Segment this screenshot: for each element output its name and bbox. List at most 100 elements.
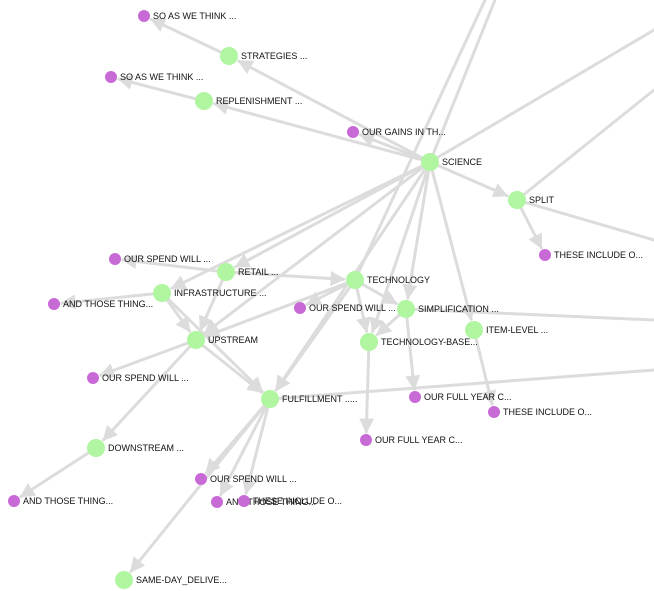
phrase-node-these-include-1[interactable]: THESE INCLUDE O... <box>539 249 643 261</box>
phrase-node-so-as-we-think-2[interactable]: SO AS WE THINK ... <box>105 71 203 83</box>
node-circle[interactable] <box>488 406 500 418</box>
node-circle[interactable] <box>465 321 483 339</box>
node-label: THESE INCLUDE O... <box>253 496 342 506</box>
node-circle[interactable] <box>87 372 99 384</box>
node-circle[interactable] <box>105 71 117 83</box>
node-label: FULFILLMENT ..... <box>282 394 357 404</box>
phrase-node-our-spend-1[interactable]: OUR SPEND WILL ... <box>109 253 211 265</box>
node-circle[interactable] <box>409 391 421 403</box>
phrase-node-and-those-3[interactable]: AND THOSE THING... <box>211 496 316 508</box>
edge-technology-to-top-edge <box>357 0 487 274</box>
node-circle[interactable] <box>48 298 60 310</box>
node-label: SPLIT <box>529 195 555 205</box>
edge-upstream-to-downstream <box>101 345 192 442</box>
node-label: OUR SPEND WILL ... <box>309 303 396 313</box>
concept-node-retail[interactable]: RETAIL ... <box>217 263 279 281</box>
node-circle[interactable] <box>195 473 207 485</box>
node-circle[interactable] <box>360 333 378 351</box>
edge-infrastructure-to-fulfillment <box>166 297 264 393</box>
node-label: OUR SPEND WILL ... <box>124 254 211 264</box>
node-label: THESE INCLUDE O... <box>554 250 643 260</box>
concept-node-item-level[interactable]: ITEM-LEVEL ... <box>465 321 548 339</box>
edge-science-to-upstream <box>203 165 425 335</box>
edge-technology-to-our-spend-2 <box>305 282 349 306</box>
node-label: REPLENISHMENT ... <box>216 96 302 106</box>
phrase-node-our-gains[interactable]: OUR GAINS IN TH... <box>347 126 446 138</box>
node-label: THESE INCLUDE O... <box>503 407 592 417</box>
concept-node-science[interactable]: SCIENCE <box>421 153 482 171</box>
node-circle[interactable] <box>360 434 372 446</box>
node-circle[interactable] <box>346 271 364 289</box>
node-circle[interactable] <box>187 331 205 349</box>
node-label: SAME-DAY_DELIVE... <box>136 575 227 585</box>
node-circle[interactable] <box>238 495 250 507</box>
edge-technology-to-technology-base <box>355 287 371 333</box>
node-circle[interactable] <box>115 571 133 589</box>
node-layer: SO AS WE THINK ... STRATEGIES ... SO AS WE… <box>8 10 643 589</box>
concept-node-infrastructure[interactable]: INFRASTRUCTURE ... <box>153 284 267 302</box>
node-circle[interactable] <box>153 284 171 302</box>
phrase-node-our-spend-3[interactable]: OUR SPEND WILL ... <box>87 372 189 384</box>
edge-split-to-upper-right-c <box>522 88 654 196</box>
phrase-node-our-full-year-2[interactable]: OUR FULL YEAR C... <box>360 434 463 446</box>
concept-node-technology[interactable]: TECHNOLOGY <box>346 271 430 289</box>
phrase-node-and-those-2[interactable]: AND THOSE THING... <box>8 495 113 507</box>
concept-node-fulfillment[interactable]: FULFILLMENT ..... <box>261 390 357 408</box>
concept-node-technology-base[interactable]: TECHNOLOGY-BASE... <box>360 333 478 351</box>
node-label: OUR GAINS IN TH... <box>362 127 446 137</box>
phrase-node-these-include-2[interactable]: THESE INCLUDE O... <box>488 406 592 418</box>
concept-node-same-day[interactable]: SAME-DAY_DELIVE... <box>115 571 227 589</box>
node-circle[interactable] <box>539 249 551 261</box>
node-circle[interactable] <box>397 300 415 318</box>
phrase-node-our-spend-4[interactable]: OUR SPEND WILL ... <box>195 473 297 485</box>
concept-node-split[interactable]: SPLIT <box>508 191 555 209</box>
node-circle[interactable] <box>217 263 235 281</box>
concept-node-simplification[interactable]: SIMPLIFICATION ... <box>397 300 499 318</box>
node-label: AND THOSE THING... <box>23 496 113 506</box>
edge-science-to-upper-right-a <box>431 0 497 156</box>
phrase-node-and-those-1[interactable]: AND THOSE THING... <box>48 298 153 310</box>
edge-layer <box>19 0 654 573</box>
node-label: SCIENCE <box>442 157 482 167</box>
concept-node-replenishment[interactable]: REPLENISHMENT ... <box>195 92 302 110</box>
concept-node-upstream[interactable]: UPSTREAM <box>187 331 258 349</box>
edge-simplification-to-right-edge <box>413 307 654 322</box>
node-label: OUR FULL YEAR C... <box>375 435 463 445</box>
node-label: RETAIL ... <box>238 267 279 277</box>
edge-infrastructure-to-upstream <box>165 298 192 333</box>
node-circle[interactable] <box>211 496 223 508</box>
node-circle[interactable] <box>220 47 238 65</box>
edge-retail-to-upstream <box>198 278 224 332</box>
edge-retail-to-our-spend-1 <box>121 254 219 273</box>
node-circle[interactable] <box>87 439 105 457</box>
node-circle[interactable] <box>195 92 213 110</box>
node-label: TECHNOLOGY-BASE... <box>381 337 478 347</box>
node-circle[interactable] <box>347 126 359 138</box>
edge-science-to-our-gains <box>358 132 424 161</box>
phrase-node-these-include-3[interactable]: THESE INCLUDE O... <box>238 495 342 507</box>
edge-strategies-to-so-as-we-think-1 <box>149 17 223 54</box>
node-label: AND THOSE THING... <box>63 299 153 309</box>
node-circle[interactable] <box>294 302 306 314</box>
node-circle[interactable] <box>261 390 279 408</box>
edge-fulfillment-to-and-those-3 <box>219 405 268 497</box>
edge-fulfillment-to-these-include-3 <box>242 406 270 495</box>
node-circle[interactable] <box>109 253 121 265</box>
edge-downstream-to-and-those-2 <box>19 451 90 499</box>
node-circle[interactable] <box>508 191 526 209</box>
edge-upstream-to-our-spend-3 <box>99 341 190 378</box>
phrase-node-our-spend-2[interactable]: OUR SPEND WILL ... <box>294 302 396 314</box>
phrase-node-our-full-year-1[interactable]: OUR FULL YEAR C... <box>409 391 512 403</box>
node-label: SIMPLIFICATION ... <box>418 304 499 314</box>
node-circle[interactable] <box>138 10 150 22</box>
concept-node-strategies[interactable]: STRATEGIES ... <box>220 47 307 65</box>
node-circle[interactable] <box>8 495 20 507</box>
edge-science-to-technology-base <box>369 169 429 334</box>
phrase-node-so-as-we-think-1[interactable]: SO AS WE THINK ... <box>138 10 236 22</box>
edge-upstream-to-fulfillment <box>201 344 263 394</box>
edge-science-to-simplification <box>402 169 431 300</box>
node-label: ITEM-LEVEL ... <box>486 325 548 335</box>
node-label: SO AS WE THINK ... <box>153 11 236 21</box>
concept-node-downstream[interactable]: DOWNSTREAM ... <box>87 439 184 457</box>
node-circle[interactable] <box>421 153 439 171</box>
